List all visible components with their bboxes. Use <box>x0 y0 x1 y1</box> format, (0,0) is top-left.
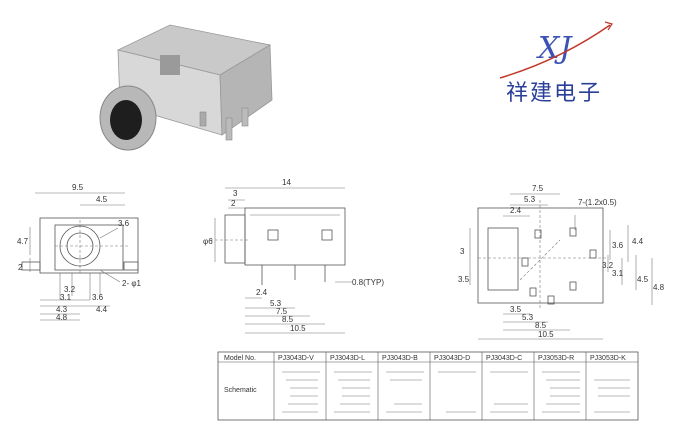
side-view: 14 3 2 φ6 2.4 0.8(TYP) 5.3 7.5 8.5 10.5 <box>203 178 384 334</box>
dim-label: 4.4 <box>96 305 108 314</box>
dim-label: 4.8 <box>56 313 68 322</box>
model-name: PJ3053D-K <box>590 355 626 362</box>
dim-label: 7-(1.2x0.5) <box>578 198 617 207</box>
dim-label: 3 <box>233 189 238 198</box>
dim-label: 3.2 <box>64 285 76 294</box>
dim-label: 3.6 <box>92 293 104 302</box>
dim-label: 3.5 <box>458 275 470 284</box>
brand-name: 祥建电子 <box>506 81 602 106</box>
product-photo <box>99 24 273 151</box>
model-name: PJ3043D-L <box>330 355 365 362</box>
dim-label: 2 <box>231 199 236 208</box>
dim-label: 4.5 <box>637 275 649 284</box>
dim-label: 3.1 <box>60 293 72 302</box>
dim-label: 3 <box>460 247 465 256</box>
dim-label: 3.1 <box>612 269 624 278</box>
dim-label: 4.7 <box>17 237 29 246</box>
dim-label: 3.6 <box>612 241 624 250</box>
dim-label: 4.4 <box>632 237 644 246</box>
dim-label: 8.5 <box>535 321 547 330</box>
dim-label: 7.5 <box>276 307 288 316</box>
dim-label: 5.3 <box>270 299 282 308</box>
table-row-label: Schematic <box>224 387 257 394</box>
dim-label: 7.5 <box>532 184 544 193</box>
dim-label: 4.5 <box>96 195 108 204</box>
schematic-table: Model No. Schematic PJ3043D-V PJ3043D-L … <box>217 351 639 421</box>
model-name: PJ3043D-C <box>486 355 522 362</box>
table-header-label: Model No. <box>224 355 256 362</box>
dim-label: 2.4 <box>510 206 522 215</box>
dim-label: φ6 <box>203 237 213 246</box>
model-name: PJ3043D-V <box>278 355 314 362</box>
model-name: PJ3043D-B <box>382 355 418 362</box>
dim-label: 2 <box>18 263 23 272</box>
dim-label: 8.5 <box>282 315 294 324</box>
model-name: PJ3053D-R <box>538 355 574 362</box>
front-view: 9.5 4.5 3.6 4.7 2 3.2 3.1 3.6 4.3 4.4 4.… <box>17 183 142 322</box>
dim-label: 5.3 <box>522 313 534 322</box>
dim-label: 14 <box>282 178 291 187</box>
dim-label: 4.3 <box>56 305 68 314</box>
dim-label: 10.5 <box>290 324 306 333</box>
model-name: PJ3043D-D <box>434 355 470 362</box>
dim-label: 5.3 <box>524 195 536 204</box>
dim-label: 3.5 <box>510 305 522 314</box>
dim-label: 0.8(TYP) <box>352 278 384 287</box>
dim-label: 4.8 <box>653 283 665 292</box>
dim-label: 3.6 <box>118 219 130 228</box>
brand-logo: XJ 祥建电子 <box>499 21 613 106</box>
dim-label: 3.2 <box>602 261 614 270</box>
dim-label: 2.4 <box>256 288 268 297</box>
dim-label: 2- φ1 <box>122 279 142 288</box>
bottom-view: 7.5 5.3 2.4 7-(1.2x0.5) 3 3.6 4.4 3.2 3.… <box>458 184 665 340</box>
logo-mark: XJ <box>536 31 573 66</box>
schematic-symbol <box>282 371 630 413</box>
dim-label: 9.5 <box>72 183 84 192</box>
dim-label: 10.5 <box>538 330 554 339</box>
